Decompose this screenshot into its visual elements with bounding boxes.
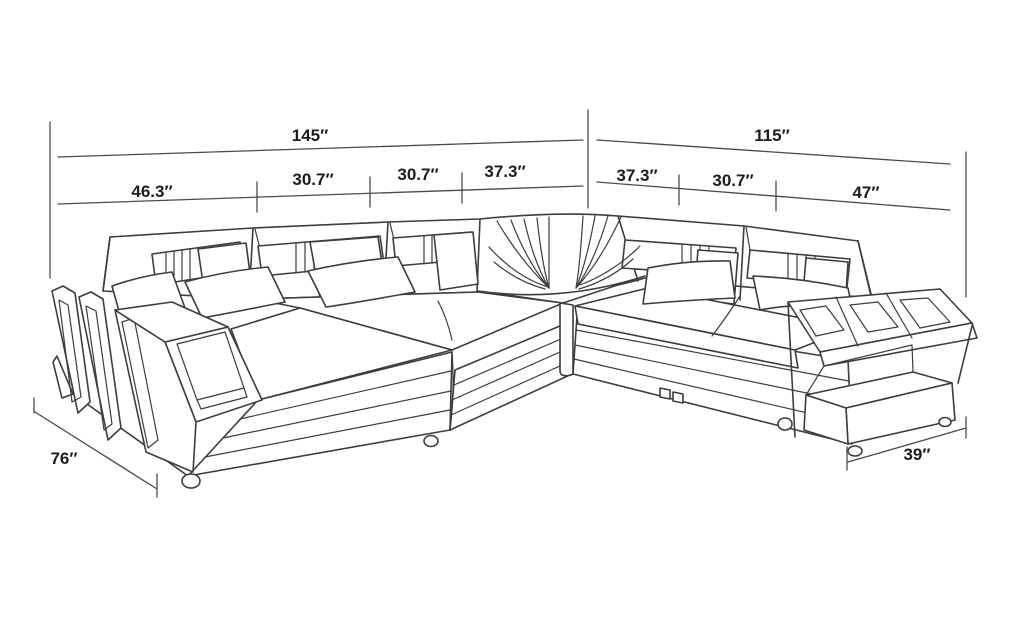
dim-label-segment-left-1: 46.3″ bbox=[131, 182, 172, 201]
dim-label-depth-right: 39″ bbox=[903, 445, 930, 464]
dim-label-depth-left: 76″ bbox=[50, 449, 77, 468]
dim-lines-depth-left bbox=[33, 397, 158, 498]
dim-lines-top-right bbox=[596, 139, 967, 298]
dim-label-total-right: 115″ bbox=[754, 126, 790, 145]
dim-label-segment-right-3: 47″ bbox=[852, 183, 879, 202]
sofa-line-art bbox=[51, 213, 978, 489]
dim-label-segment-left-2: 30.7″ bbox=[292, 170, 333, 189]
sofa-legs bbox=[423, 387, 793, 448]
right-arm-leg-back bbox=[938, 416, 952, 428]
dim-label-total-left: 145″ bbox=[292, 126, 329, 145]
striped-base bbox=[187, 322, 573, 477]
dim-label-segment-right-2: 30.7″ bbox=[712, 171, 753, 190]
dim-label-segment-left-3: 30.7″ bbox=[397, 165, 438, 184]
dim-lines-top-left bbox=[49, 109, 589, 279]
left-arm bbox=[51, 285, 263, 489]
right-arm bbox=[787, 288, 978, 457]
corner-fan-pleats bbox=[488, 215, 641, 290]
left-arm-leg bbox=[181, 473, 201, 489]
pillows bbox=[111, 256, 853, 323]
dim-lines-depth-right bbox=[846, 416, 967, 471]
right-arm-leg-front bbox=[847, 445, 863, 457]
corner-post bbox=[559, 302, 574, 377]
dimension-annotations: 145″ 115″ 46.3″ 30.7″ 30.7″ 37.3″ 37.3″ … bbox=[33, 109, 967, 498]
dim-label-segment-right-1: 37.3″ bbox=[616, 166, 657, 185]
dim-label-segment-left-4: 37.3″ bbox=[484, 162, 525, 181]
